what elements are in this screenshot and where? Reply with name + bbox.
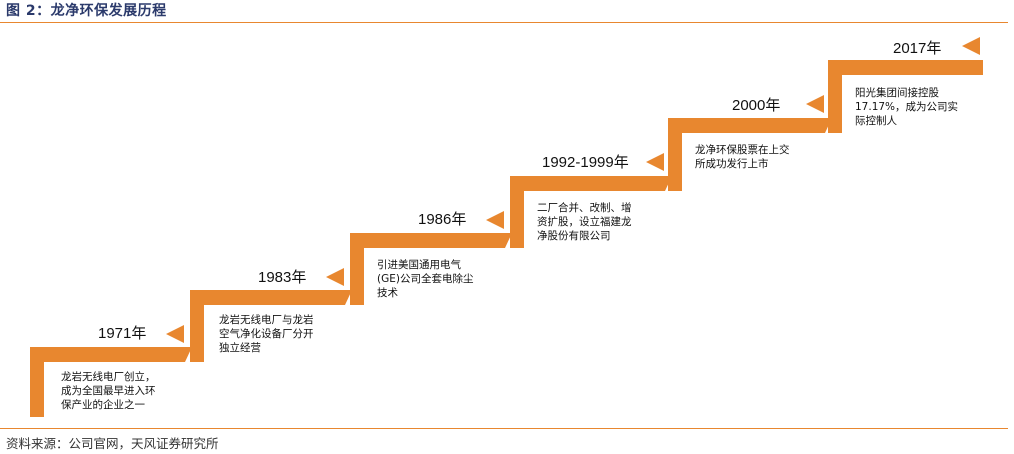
top-rule	[0, 22, 1008, 23]
milestone-4-year: 1992-1999年	[542, 154, 629, 171]
milestone-1-year: 1971年	[98, 325, 147, 342]
milestone-5-year: 2000年	[732, 97, 781, 114]
step-5-vertical	[668, 118, 682, 191]
step-2-vertical	[190, 290, 204, 362]
milestone-3-year: 1986年	[418, 211, 467, 228]
milestone-4-line-2: 资扩股，设立福建龙	[537, 216, 632, 228]
milestone-6-line-1: 阳光集团间接控股	[855, 87, 939, 99]
milestone-4-line-1: 二厂合并、改制、增	[537, 202, 632, 214]
milestone-5-description: 龙净环保股票在上交 所成功发行上市	[695, 143, 790, 171]
milestone-1-line-2: 成为全国最早进入环	[61, 385, 156, 397]
milestone-3-line-2: (GE)公司全套电除尘	[377, 273, 474, 285]
milestone-4-line-3: 净股份有限公司	[537, 230, 611, 242]
step-6-arrow	[962, 37, 980, 55]
step-1-vertical	[30, 347, 44, 417]
milestone-6-line-2: 17.17%，成为公司实	[855, 101, 959, 113]
step-6-vertical	[828, 60, 842, 133]
source-note: 资料来源：公司官网，天风证券研究所	[6, 436, 219, 451]
milestone-6-year: 2017年	[893, 40, 942, 57]
milestone-1-line-1: 龙岩无线电厂创立，	[61, 371, 156, 383]
step-5-tread	[668, 118, 832, 133]
milestone-4-description: 二厂合并、改制、增 资扩股，设立福建龙 净股份有限公司	[537, 201, 632, 243]
bottom-rule	[0, 428, 1008, 429]
step-1-tread	[30, 347, 192, 362]
step-4-vertical	[510, 176, 524, 248]
milestone-2-line-1: 龙岩无线电厂与龙岩	[219, 314, 314, 326]
milestone-2-description: 龙岩无线电厂与龙岩 空气净化设备厂分开 独立经营	[219, 313, 314, 355]
step-2-tread	[190, 290, 352, 305]
milestone-1-description: 龙岩无线电厂创立， 成为全国最早进入环 保产业的企业之一	[61, 370, 156, 412]
milestone-5-line-1: 龙净环保股票在上交	[695, 144, 790, 156]
milestone-3-line-1: 引进美国通用电气	[377, 259, 461, 271]
step-4-tread	[510, 176, 672, 191]
step-3-tread	[350, 233, 512, 248]
milestone-5-line-2: 所成功发行上市	[695, 158, 769, 170]
milestone-6-description: 阳光集团间接控股 17.17%，成为公司实 际控制人	[855, 86, 958, 128]
step-5-arrow	[806, 95, 824, 113]
milestone-3-line-3: 技术	[377, 287, 398, 299]
milestone-1-line-3: 保产业的企业之一	[61, 399, 145, 411]
step-3-arrow	[486, 211, 504, 229]
milestone-2-year: 1983年	[258, 269, 307, 286]
milestone-3-description: 引进美国通用电气 (GE)公司全套电除尘 技术	[377, 258, 473, 300]
step-2-arrow	[326, 268, 344, 286]
milestone-6-line-3: 际控制人	[855, 115, 897, 127]
milestone-2-line-3: 独立经营	[219, 342, 261, 354]
milestone-2-line-2: 空气净化设备厂分开	[219, 328, 314, 340]
step-3-vertical	[350, 233, 364, 305]
step-4-arrow	[646, 153, 664, 171]
figure-title: 图 2：龙净环保发展历程	[6, 3, 167, 19]
step-1-arrow	[166, 325, 184, 343]
step-6-tread	[828, 60, 983, 75]
